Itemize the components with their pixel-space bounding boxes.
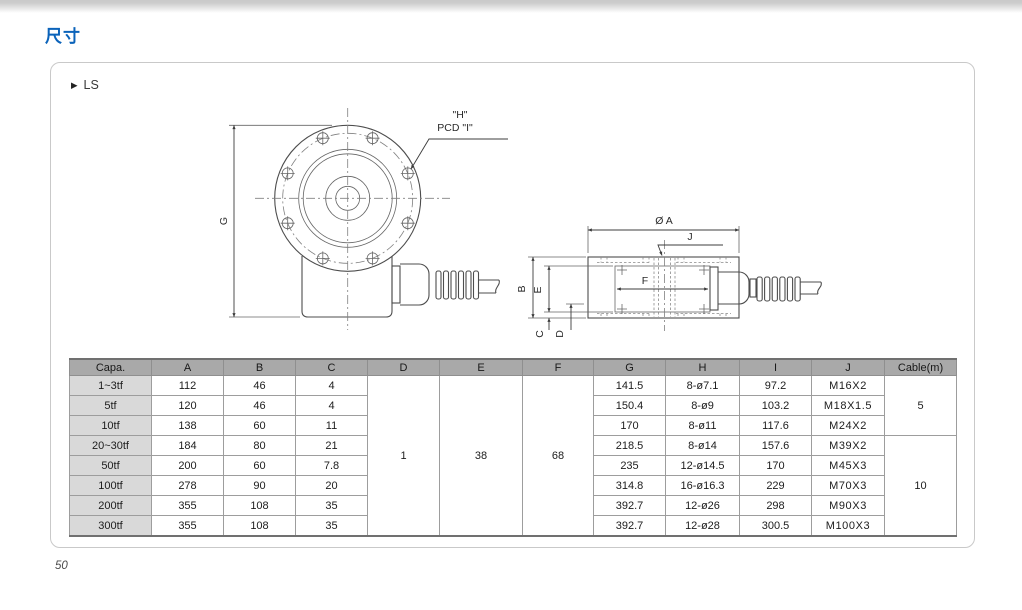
table-cell: 8-ø14 bbox=[665, 435, 740, 456]
table-cell: 4 bbox=[295, 375, 368, 396]
table-cell: 10 bbox=[884, 435, 957, 537]
table-cell: 355 bbox=[151, 515, 224, 537]
table-cell: 141.5 bbox=[593, 375, 666, 396]
table-cell: 112 bbox=[151, 375, 224, 396]
table-cell: 355 bbox=[151, 495, 224, 516]
table-cell: 8-ø9 bbox=[665, 395, 740, 416]
table-cell: 300tf bbox=[69, 515, 152, 537]
table-cell: 314.8 bbox=[593, 475, 666, 496]
column-header: F bbox=[522, 358, 594, 376]
column-header: Cable(m) bbox=[884, 358, 957, 376]
table-cell: 4 bbox=[295, 395, 368, 416]
table-cell: M70X3 bbox=[811, 475, 885, 496]
table-cell: 235 bbox=[593, 455, 666, 476]
table-cell: 20 bbox=[295, 475, 368, 496]
table-cell: 170 bbox=[739, 455, 812, 476]
table-cell: 100tf bbox=[69, 475, 152, 496]
table-cell: 138 bbox=[151, 415, 224, 436]
table-cell: 50tf bbox=[69, 455, 152, 476]
table-cell: 21 bbox=[295, 435, 368, 456]
table-cell: M100X3 bbox=[811, 515, 885, 537]
table-cell: 38 bbox=[439, 375, 523, 537]
bullet-triangle-icon: ▶ bbox=[71, 80, 78, 90]
column-header: A bbox=[151, 358, 224, 376]
table-cell: 120 bbox=[151, 395, 224, 416]
table-cell: 60 bbox=[223, 455, 296, 476]
table-cell: 8-ø11 bbox=[665, 415, 740, 436]
table-cell: 1 bbox=[367, 375, 440, 537]
table-cell: 16-ø16.3 bbox=[665, 475, 740, 496]
table-cell: 229 bbox=[739, 475, 812, 496]
table-cell: 97.2 bbox=[739, 375, 812, 396]
table-cell: 218.5 bbox=[593, 435, 666, 456]
table-cell: 7.8 bbox=[295, 455, 368, 476]
table-cell: 5 bbox=[884, 375, 957, 436]
table-cell: 8-ø7.1 bbox=[665, 375, 740, 396]
table-cell: 184 bbox=[151, 435, 224, 456]
table-cell: M45X3 bbox=[811, 455, 885, 476]
table-cell: 11 bbox=[295, 415, 368, 436]
table-cell: 5tf bbox=[69, 395, 152, 416]
column-header: B bbox=[223, 358, 296, 376]
table-cell: 46 bbox=[223, 375, 296, 396]
model-name: LS bbox=[83, 78, 99, 92]
table-cell: M90X3 bbox=[811, 495, 885, 516]
column-header: E bbox=[439, 358, 523, 376]
table-cell: 68 bbox=[522, 375, 594, 537]
page-title: 尺寸 bbox=[45, 27, 81, 46]
table-cell: 80 bbox=[223, 435, 296, 456]
table-cell: 90 bbox=[223, 475, 296, 496]
table-cell: 117.6 bbox=[739, 415, 812, 436]
column-header: Capa. bbox=[69, 358, 152, 376]
table-cell: 12-ø26 bbox=[665, 495, 740, 516]
table-cell: M18X1.5 bbox=[811, 395, 885, 416]
table-cell: 35 bbox=[295, 495, 368, 516]
top-shadow-divider bbox=[0, 0, 1022, 14]
table-cell: 10tf bbox=[69, 415, 152, 436]
table-cell: 278 bbox=[151, 475, 224, 496]
table-cell: 103.2 bbox=[739, 395, 812, 416]
table-cell: 170 bbox=[593, 415, 666, 436]
table-cell: 12-ø14.5 bbox=[665, 455, 740, 476]
table-cell: 200 bbox=[151, 455, 224, 476]
table-cell: 157.6 bbox=[739, 435, 812, 456]
column-header: J bbox=[811, 358, 885, 376]
table-cell: 60 bbox=[223, 415, 296, 436]
table-cell: 1~3tf bbox=[69, 375, 152, 396]
table-cell: 35 bbox=[295, 515, 368, 537]
table-cell: M24X2 bbox=[811, 415, 885, 436]
column-header: D bbox=[367, 358, 440, 376]
table-cell: 300.5 bbox=[739, 515, 812, 537]
page-number: 50 bbox=[55, 560, 68, 572]
column-header: G bbox=[593, 358, 666, 376]
table-cell: 46 bbox=[223, 395, 296, 416]
table-cell: 108 bbox=[223, 515, 296, 537]
table-cell: 108 bbox=[223, 495, 296, 516]
table-cell: 12-ø28 bbox=[665, 515, 740, 537]
column-header: C bbox=[295, 358, 368, 376]
model-label: ▶ LS bbox=[71, 78, 99, 92]
table-cell: 200tf bbox=[69, 495, 152, 516]
table-cell: M39X2 bbox=[811, 435, 885, 456]
table-cell: 150.4 bbox=[593, 395, 666, 416]
column-header: I bbox=[739, 358, 812, 376]
table-cell: 392.7 bbox=[593, 495, 666, 516]
table-cell: 392.7 bbox=[593, 515, 666, 537]
column-header: H bbox=[665, 358, 740, 376]
table-cell: 298 bbox=[739, 495, 812, 516]
table-cell: M16X2 bbox=[811, 375, 885, 396]
table-cell: 20~30tf bbox=[69, 435, 152, 456]
